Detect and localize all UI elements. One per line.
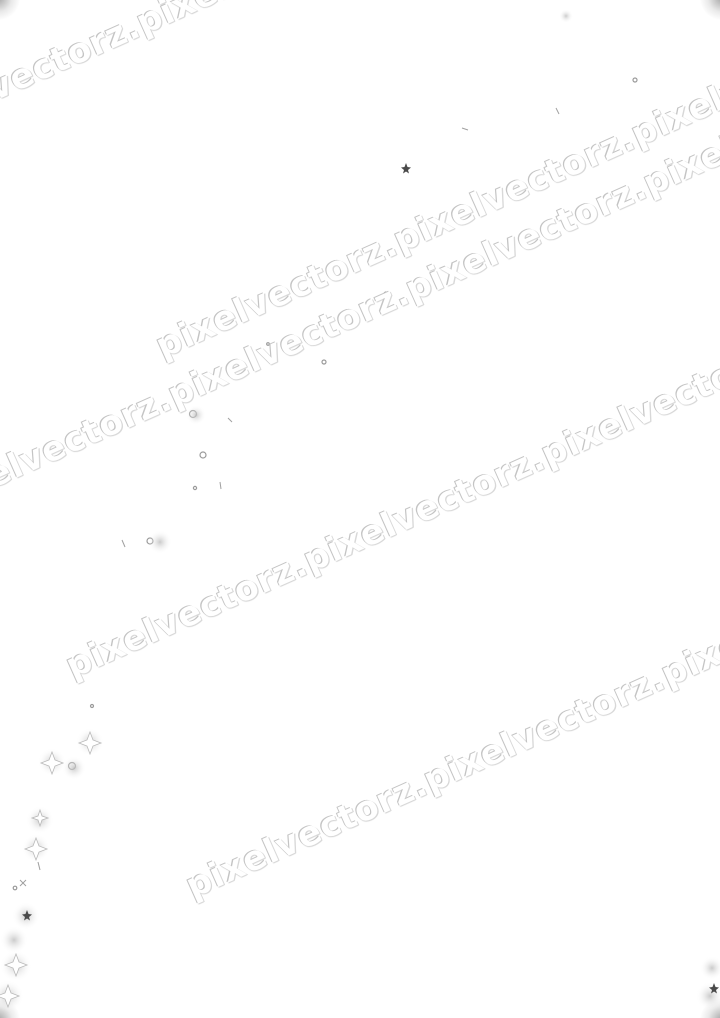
star-sparkles	[0, 730, 103, 1009]
glow-spots	[0, 9, 720, 1012]
sparkle-trail	[12, 77, 638, 891]
dark-star-sparkles	[22, 163, 719, 994]
tiny-dashes	[19, 107, 560, 887]
